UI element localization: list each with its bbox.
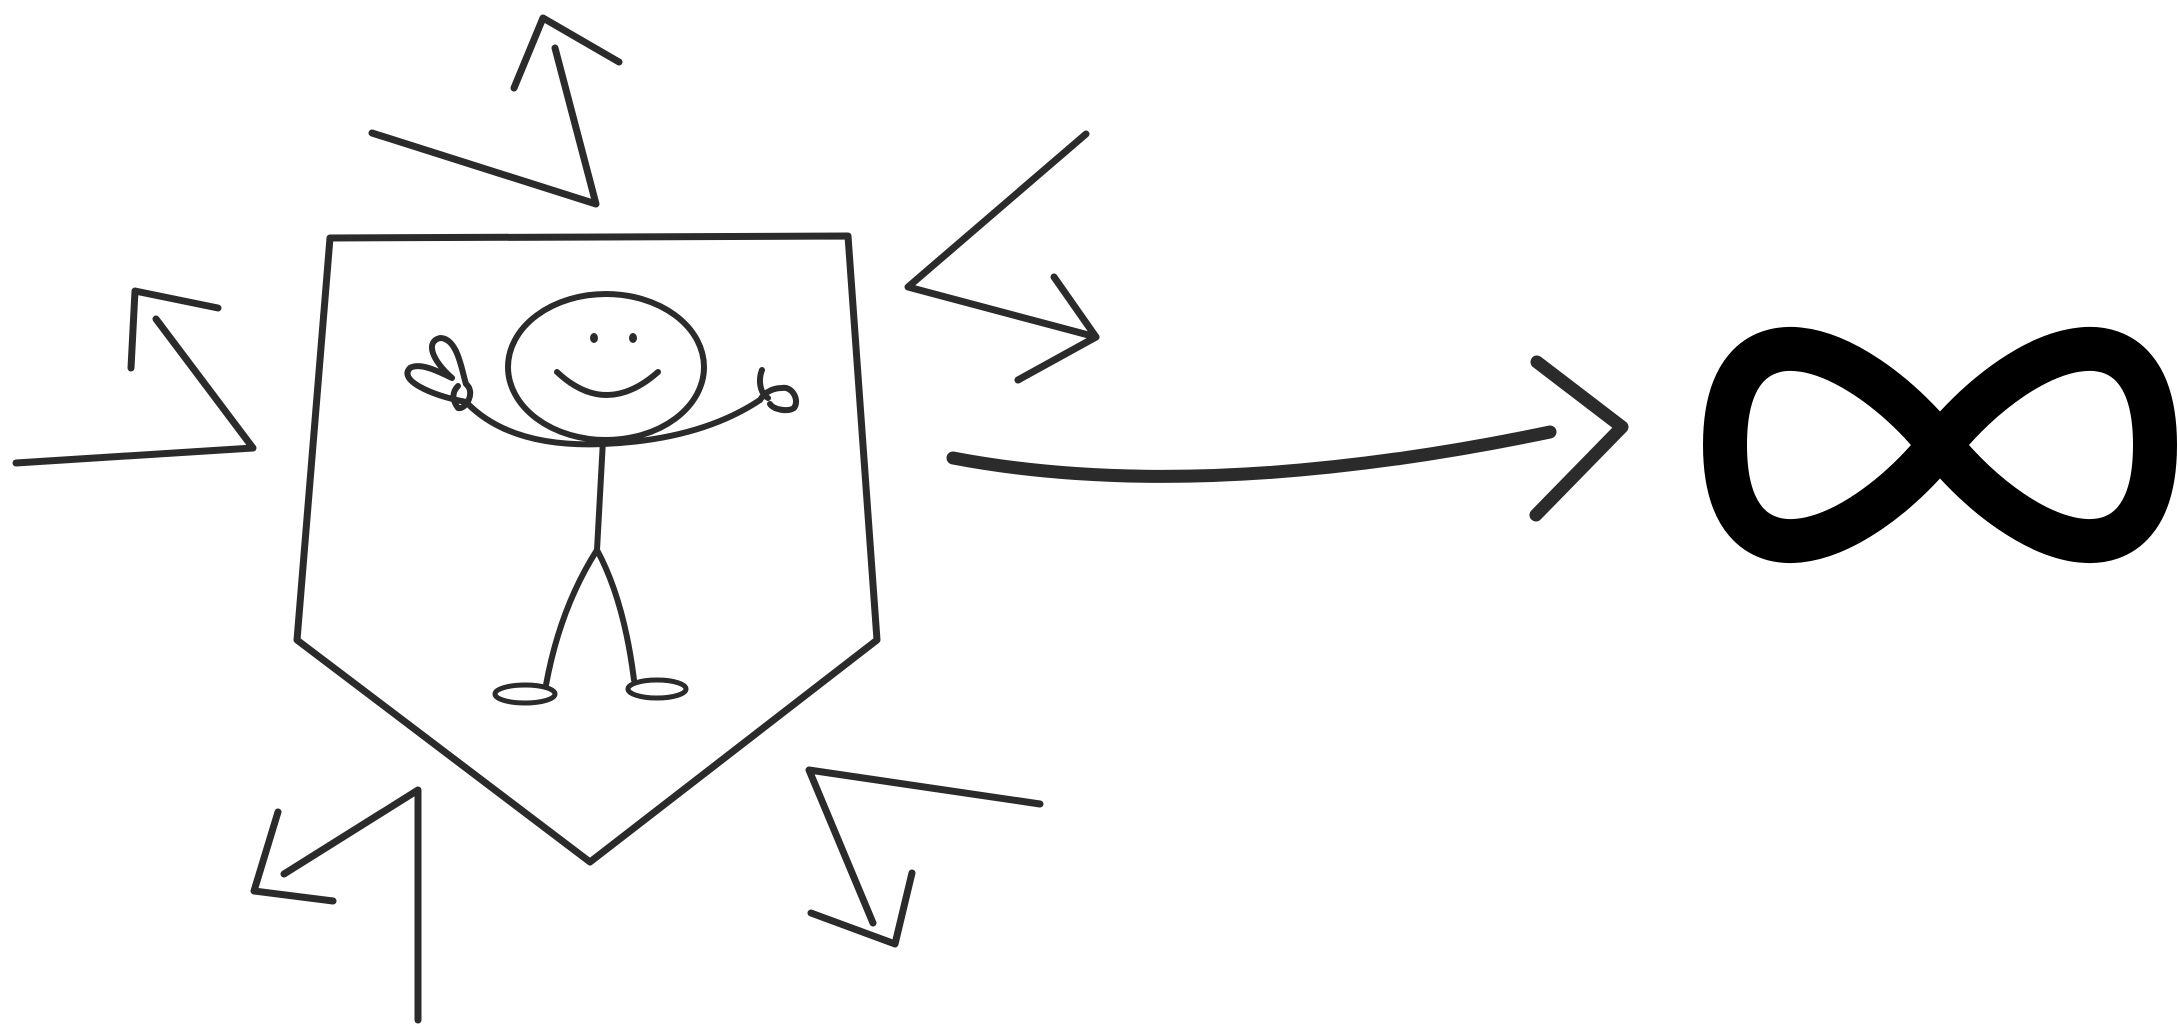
- stick-figure-left-hand: [404, 335, 474, 412]
- zigzag-arrow-upper-left: [12, 287, 257, 467]
- shield-group: [293, 232, 881, 866]
- curved-arrow: [946, 355, 1629, 522]
- stick-figure-right-eye: [629, 333, 637, 343]
- stick-figure-body: [594, 437, 606, 553]
- zigzag-arrow-top-head: [510, 14, 623, 92]
- stick-figure-right-hand: [757, 367, 800, 414]
- zigzag-arrow-top-line: [368, 44, 600, 208]
- radiating-arrows: [12, 14, 1100, 1024]
- zigzag-arrow-lower-right-line: [805, 766, 1044, 927]
- stick-figure-head: [505, 291, 707, 443]
- curved-arrow-head: [1529, 355, 1629, 522]
- zigzag-arrow-lower-left-line: [280, 786, 422, 1024]
- zigzag-arrow-lower-left: [250, 786, 422, 1024]
- zigzag-arrow-lower-right-head: [807, 869, 916, 948]
- zigzag-arrow-lower-left-head: [250, 808, 337, 905]
- zigzag-arrow-lower-right: [805, 766, 1044, 948]
- zigzag-arrow-upper-left-head: [127, 287, 222, 372]
- stick-figure-right-foot: [625, 677, 689, 701]
- zigzag-arrow-upper-right: [904, 130, 1100, 384]
- zigzag-arrow-upper-right-head: [1014, 273, 1100, 384]
- zigzag-arrow-top: [368, 14, 623, 208]
- stick-figure-left-eye: [590, 333, 598, 343]
- stick-figure-left-arm: [463, 399, 606, 448]
- stick-figure-right-leg: [594, 547, 637, 683]
- curved-arrow-shaft: [946, 425, 1557, 483]
- zigzag-arrow-upper-left-line: [12, 315, 257, 467]
- stick-figure-left-foot: [492, 682, 558, 706]
- zigzag-arrow-upper-right-line: [904, 130, 1100, 341]
- shield-shape: [293, 232, 881, 866]
- stick-figure-right-arm: [600, 397, 763, 447]
- infinity-icon: [1703, 326, 2177, 564]
- stick-figure: [404, 291, 800, 706]
- stick-figure-left-leg: [543, 547, 600, 688]
- stick-figure-smile: [554, 369, 661, 398]
